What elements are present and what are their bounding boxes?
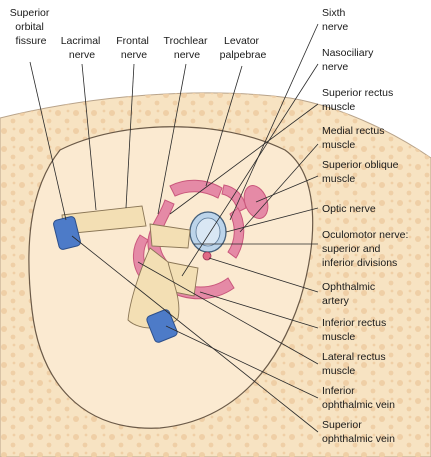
label-frontal-nerve: Frontal nerve	[116, 35, 152, 61]
top-labels: Superior orbital fissure Lacrimal nerve …	[10, 7, 267, 61]
ophthalmic-artery-vessel	[202, 251, 212, 261]
label-oculomotor-nerve: Oculomotor nerve: superior and inferior …	[322, 229, 411, 269]
superior-ophthalmic-vein-shape	[53, 216, 81, 250]
label-superior-orbital-fissure: Superior orbital fissure	[10, 7, 53, 47]
label-medial-rectus-muscle: Medial rectus muscle	[322, 125, 387, 151]
label-inferior-rectus-muscle: Inferior rectus muscle	[322, 317, 389, 343]
label-optic-nerve: Optic nerve	[322, 203, 376, 215]
label-sixth-nerve: Sixth nerve	[322, 7, 348, 33]
oculomotor-nerve-shape	[149, 223, 191, 249]
label-superior-oblique-muscle: Superior oblique muscle	[322, 159, 401, 185]
nerves	[61, 205, 199, 329]
label-levator-palpebrae: Levator palpebrae	[220, 35, 267, 61]
leader-lines	[29, 23, 319, 433]
label-superior-ophthalmic-vein: Superior ophthalmic vein	[322, 419, 395, 445]
inferior-ophthalmic-vein-shape	[146, 309, 178, 343]
medial-rectus-muscle-shape	[227, 207, 245, 259]
label-trochlear-nerve: Trochlear nerve	[164, 35, 211, 61]
label-ophthalmic-artery: Ophthalmic artery	[322, 281, 378, 307]
label-lacrimal-nerve: Lacrimal nerve	[61, 35, 104, 61]
label-inferior-ophthalmic-vein: Inferior ophthalmic vein	[322, 385, 395, 411]
label-lateral-rectus-muscle: Lateral rectus muscle	[322, 351, 389, 377]
label-nasociliary-nerve: Nasociliary nerve	[322, 47, 376, 73]
label-superior-rectus-muscle: Superior rectus muscle	[322, 87, 396, 113]
right-labels: Sixth nerve Nasociliary nerve Superior r…	[322, 7, 411, 445]
